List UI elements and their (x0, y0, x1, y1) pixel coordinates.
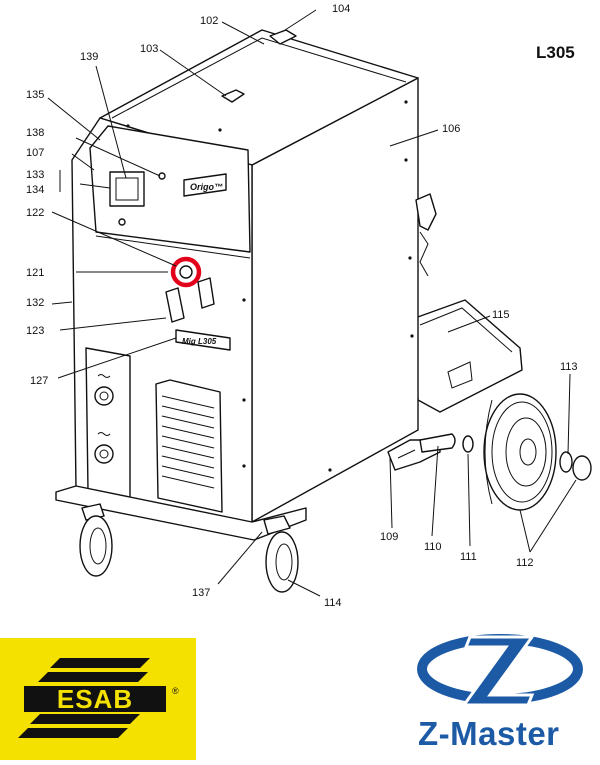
callout-103: 103 (140, 43, 158, 55)
welder-exploded-diagram: L305 Origo™ Mi (26, 3, 592, 609)
selector-knob-indicator (179, 265, 193, 279)
vent-grille (155, 379, 223, 513)
callout-110: 110 (424, 541, 442, 553)
callout-135: 135 (26, 89, 44, 101)
esab-logo: ESAB ® (0, 638, 196, 760)
callout-102: 102 (200, 15, 218, 27)
model-code: L305 (536, 43, 575, 62)
leader-lines (47, 9, 577, 597)
callout-137: 137 (192, 587, 210, 599)
zmaster-logo: Z-Master (400, 625, 600, 760)
highlight-ring (170, 256, 202, 288)
washer (462, 435, 474, 453)
callout-134: 134 (26, 184, 44, 196)
esab-logo-text: ESAB (57, 684, 133, 714)
lifting-handle (269, 29, 297, 45)
callout-133: 133 (26, 169, 44, 181)
callout-106: 106 (442, 123, 460, 135)
callout-139: 139 (80, 51, 98, 63)
control-bezel (89, 125, 251, 253)
front-caster-right (263, 515, 299, 593)
callout-107: 107 (26, 147, 44, 159)
callout-121: 121 (26, 267, 44, 279)
wheel-washer (559, 451, 573, 473)
socket-panel (85, 347, 131, 501)
callout-138: 138 (26, 127, 44, 139)
callout-115: 115 (492, 309, 510, 321)
esab-registered-mark: ® (172, 686, 179, 696)
wheel-cap (572, 455, 592, 481)
callout-123: 123 (26, 325, 44, 337)
front-caster-left (79, 503, 113, 577)
callout-113: 113 (560, 361, 578, 373)
model-label: Mig L305 (182, 337, 217, 346)
callout-122: 122 (26, 207, 44, 219)
callout-112: 112 (516, 557, 534, 569)
callout-104: 104 (332, 3, 350, 15)
callout-109: 109 (380, 531, 398, 543)
axle-pin (419, 433, 456, 453)
callout-111: 111 (460, 551, 477, 563)
callout-127: 127 (30, 375, 48, 387)
zmaster-emblem (417, 634, 583, 707)
top-knob (221, 89, 245, 103)
callout-114: 114 (324, 597, 342, 609)
rear-wheel (483, 393, 557, 511)
zmaster-logo-text: Z-Master (418, 715, 560, 752)
display-window (109, 171, 145, 207)
main-switch (165, 287, 185, 323)
brand-label: Origo™ (190, 182, 223, 192)
callout-132: 132 (26, 297, 44, 309)
callout-labels: 104 102 103 139 135 106 138 107 133 134 … (26, 3, 578, 609)
voltage-switch (197, 277, 215, 309)
